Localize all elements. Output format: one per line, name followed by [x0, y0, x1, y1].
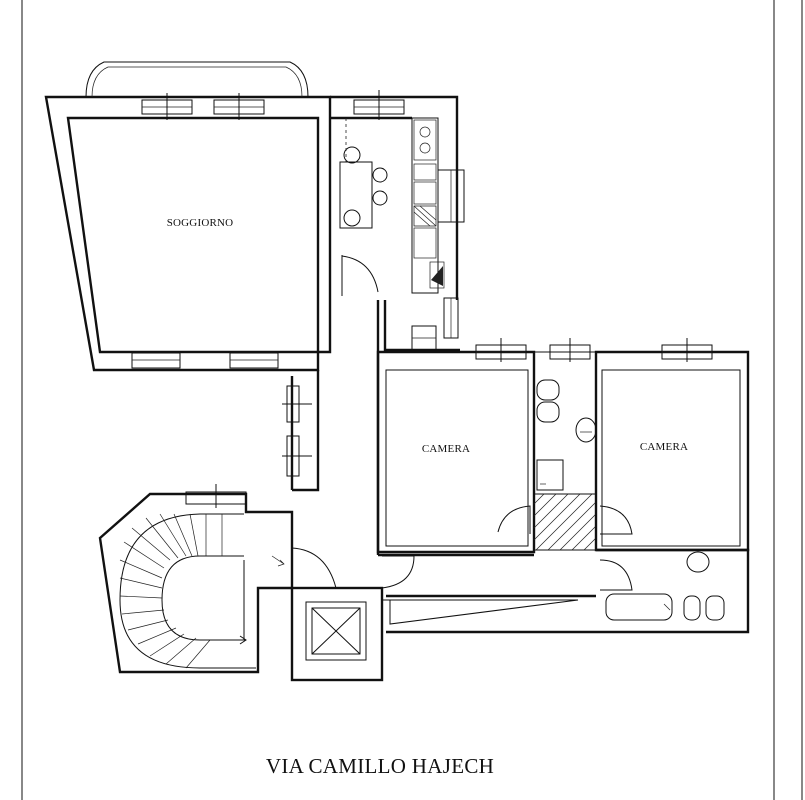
kitchen-door [341, 255, 379, 296]
room-label-camera-1: CAMERA [422, 443, 470, 455]
camera-1-door [497, 505, 531, 534]
landing-door [291, 547, 337, 589]
stair-arrow [200, 635, 247, 645]
corridor-window-1 [282, 385, 312, 423]
staircase [98, 484, 337, 674]
shower-icon [536, 459, 564, 491]
soggiorno-room: SOGGIORNO [44, 61, 332, 372]
window-marks-top [141, 93, 265, 120]
camera-2-door [599, 505, 633, 535]
kitchen-counter [413, 119, 445, 289]
window-marks-bottom [131, 352, 279, 369]
elevator [290, 586, 400, 682]
bathroom-middle [533, 338, 597, 551]
camera-2-room: CAMERA [594, 338, 750, 552]
street-caption: VIA CAMILLO HAJECH [265, 754, 495, 778]
room-label-camera-2: CAMERA [640, 441, 688, 453]
dining-table [339, 146, 388, 229]
bathroom-door [599, 559, 633, 591]
washbasin-icon-2 [686, 551, 710, 573]
washbasin-icon [575, 417, 597, 443]
hatched-closet [533, 493, 597, 551]
corridor-window-2 [282, 435, 312, 477]
hallway-bottom [378, 553, 596, 634]
room-label-soggiorno: SOGGIORNO [167, 217, 234, 229]
entrance-door [381, 555, 415, 589]
bay-window [85, 61, 309, 98]
camera-1-room: CAMERA [376, 338, 536, 554]
bathroom-bottom [596, 548, 750, 634]
kitchen-area [330, 90, 465, 351]
